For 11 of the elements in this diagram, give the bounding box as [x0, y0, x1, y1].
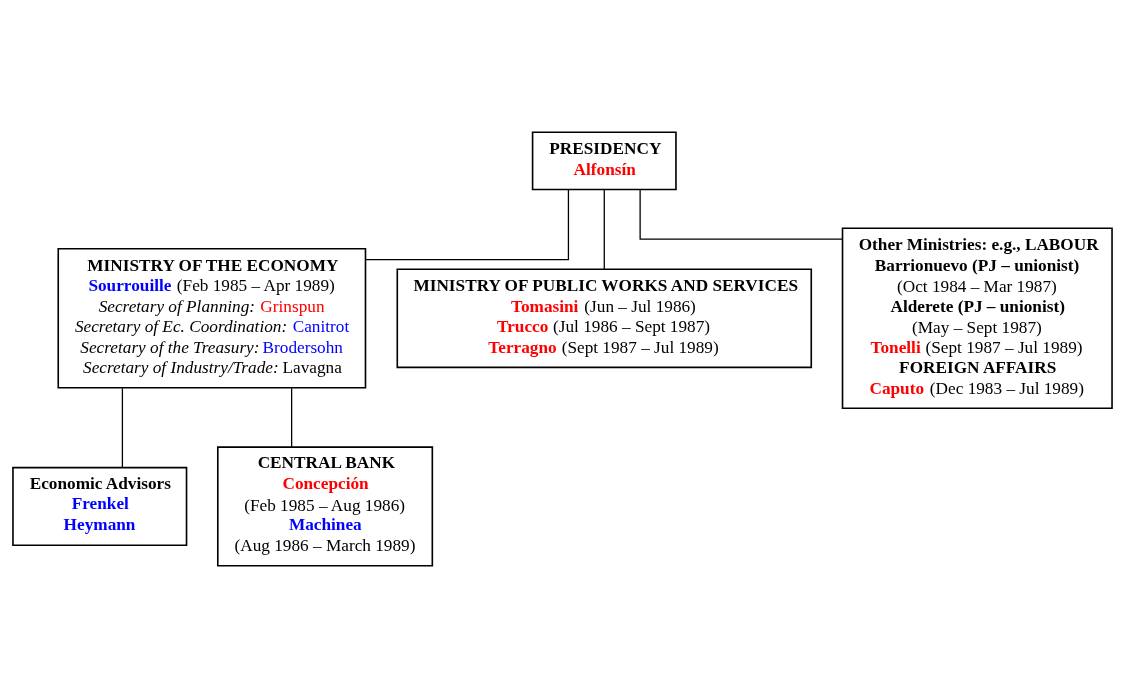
node-box: MINISTRY OF PUBLIC WORKS AND SERVICES Tomasini (Jun – Jul 1986) Trucco (Jul 1986 – Sept 1987) Terragno (Sept 1987 – Jul 1989)	[396, 267, 813, 368]
node-box: Economic Advisors Frenkel Heymann	[12, 466, 188, 546]
connector	[291, 387, 293, 448]
connector	[121, 387, 124, 468]
connector	[639, 188, 843, 240]
node-box: Other Ministries: e.g., LABOUR Barrionuevo (PJ – unionist) (Oct 1984 – Mar 1987) Alderete (PJ – unionist) (May – Sept 1987) Tonelli (Sept 1987 – Jul 1989) FOREIGN AFFAIRS Caputo (Dec 1983 – Jul 1989)	[841, 226, 1113, 409]
node-box: CENTRAL BANK Concepción (Feb 1985 – Aug 1986) Machinea (Aug 1986 – March 1989)	[217, 445, 434, 566]
connector	[365, 188, 570, 260]
node-box: MINISTRY OF THE ECONOMY Sourrouille (Feb 1985 – Apr 1989) Secretary of Planning: Grinspun Secretary of Ec. Coordination: Canitrot Secretary of the Treasury: Brodersohn Secretary of Industry/Trade: Lavagna	[57, 247, 367, 389]
node-box: PRESIDENCY Alfonsín	[531, 131, 677, 190]
connector	[603, 188, 605, 270]
